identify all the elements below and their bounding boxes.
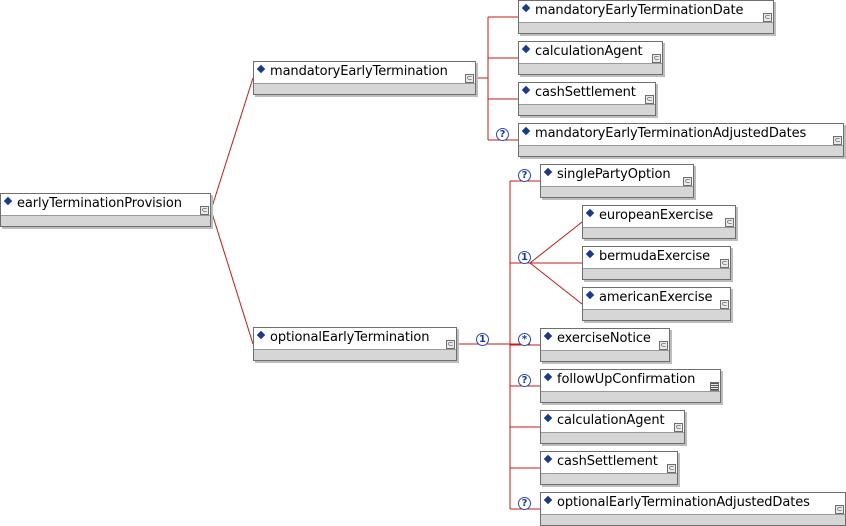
complex-type-icon: ⊂ xyxy=(763,13,772,22)
complex-type-icon: ⊂ xyxy=(835,505,844,514)
element-header: mandatoryEarlyTerminationDate ⊂ xyxy=(519,1,773,23)
element-header: cashSettlement ⊂ xyxy=(541,452,677,474)
complex-type-icon: ⊂ xyxy=(674,423,683,432)
cardinality-badge-one-oet: 1 xyxy=(476,333,489,346)
element-diamond-icon xyxy=(543,331,553,341)
cardinality-badge-star-exn: * xyxy=(518,333,531,346)
element-label: exerciseNotice xyxy=(557,331,651,346)
element-label: followUpConfirmation xyxy=(557,372,696,387)
element-header: optionalEarlyTerminationAdjustedDates ⊂ xyxy=(541,493,845,515)
element-label: mandatoryEarlyTerminationAdjustedDates xyxy=(535,126,807,141)
cardinality-badge-q-metad: ? xyxy=(496,128,509,141)
element-label: optionalEarlyTerminationAdjustedDates xyxy=(557,495,810,510)
element-header: bermudaExercise ⊂ xyxy=(583,247,730,269)
complex-type-icon: ⊂ xyxy=(683,177,692,186)
cardinality-badge-q-oetad: ? xyxy=(518,497,531,510)
element-label: calculationAgent xyxy=(557,413,665,428)
element-header: calculationAgent ⊂ xyxy=(541,411,684,433)
element-header: earlyTerminationProvision ⊂ xyxy=(1,194,210,216)
element-label: cashSettlement xyxy=(557,454,658,469)
element-diamond-icon xyxy=(543,495,553,505)
complex-type-icon: ⊂ xyxy=(667,464,676,473)
complex-type-icon: ⊂ xyxy=(465,74,474,83)
element-spo[interactable]: singlePartyOption ⊂ xyxy=(540,164,694,198)
element-eur[interactable]: europeanExercise ⊂ xyxy=(582,205,736,239)
element-label: calculationAgent xyxy=(535,44,643,59)
complex-type-icon: ⊂ xyxy=(200,206,209,215)
element-diamond-icon xyxy=(543,413,553,423)
element-exn[interactable]: exerciseNotice ⊂ xyxy=(540,328,670,362)
element-diamond-icon xyxy=(521,3,531,13)
complex-type-icon: ⊂ xyxy=(720,300,729,309)
element-label: mandatoryEarlyTermination xyxy=(270,64,448,79)
cardinality-badge-q-fuc: ? xyxy=(518,374,531,387)
element-diamond-icon xyxy=(256,330,266,340)
element-ca1[interactable]: calculationAgent ⊂ xyxy=(518,41,663,75)
element-diamond-icon xyxy=(543,454,553,464)
element-fuc[interactable]: followUpConfirmation xyxy=(540,369,721,403)
element-header: americanExercise ⊂ xyxy=(583,288,730,310)
element-label: singlePartyOption xyxy=(557,167,671,182)
connector-line xyxy=(210,77,254,211)
element-oetad[interactable]: optionalEarlyTerminationAdjustedDates ⊂ xyxy=(540,492,846,526)
element-header: optionalEarlyTermination ⊂ xyxy=(254,328,456,350)
element-label: mandatoryEarlyTerminationDate xyxy=(535,3,744,18)
simple-content-icon xyxy=(710,382,719,391)
element-label: europeanExercise xyxy=(599,208,714,223)
complex-type-icon: ⊂ xyxy=(645,95,654,104)
element-diamond-icon xyxy=(256,64,266,74)
element-cs1[interactable]: cashSettlement ⊂ xyxy=(518,82,656,116)
complex-type-icon: ⊂ xyxy=(652,54,661,63)
element-metad[interactable]: mandatoryEarlyTerminationAdjustedDates ⊂ xyxy=(518,123,844,157)
element-header: mandatoryEarlyTermination ⊂ xyxy=(254,62,475,84)
element-ame[interactable]: americanExercise ⊂ xyxy=(582,287,731,321)
complex-type-icon: ⊂ xyxy=(446,340,455,349)
element-header: exerciseNotice ⊂ xyxy=(541,329,669,351)
element-oet[interactable]: optionalEarlyTermination ⊂ xyxy=(253,327,457,361)
complex-type-icon: ⊂ xyxy=(833,136,842,145)
element-header: europeanExercise ⊂ xyxy=(583,206,735,228)
complex-type-icon: ⊂ xyxy=(659,341,668,350)
element-label: cashSettlement xyxy=(535,85,636,100)
element-label: bermudaExercise xyxy=(599,249,711,264)
element-diamond-icon xyxy=(585,290,595,300)
element-label: optionalEarlyTermination xyxy=(270,330,430,345)
complex-type-icon: ⊂ xyxy=(720,259,729,268)
connector-line xyxy=(529,221,583,264)
element-diamond-icon xyxy=(3,196,13,206)
element-ber[interactable]: bermudaExercise ⊂ xyxy=(582,246,731,280)
element-header: followUpConfirmation xyxy=(541,370,720,392)
element-cs2[interactable]: cashSettlement ⊂ xyxy=(540,451,678,485)
element-ca2[interactable]: calculationAgent ⊂ xyxy=(540,410,685,444)
element-diamond-icon xyxy=(585,249,595,259)
element-header: calculationAgent ⊂ xyxy=(519,42,662,64)
cardinality-badge-q-spo: ? xyxy=(518,169,531,182)
complex-type-icon: ⊂ xyxy=(725,218,734,227)
element-diamond-icon xyxy=(521,126,531,136)
cardinality-badge-one-choice: 1 xyxy=(518,251,531,264)
element-diamond-icon xyxy=(543,372,553,382)
element-root[interactable]: earlyTerminationProvision ⊂ xyxy=(0,193,211,227)
element-diamond-icon xyxy=(543,167,553,177)
element-label: americanExercise xyxy=(599,290,713,305)
element-met[interactable]: mandatoryEarlyTermination ⊂ xyxy=(253,61,476,95)
connector-line xyxy=(529,262,583,305)
element-label: earlyTerminationProvision xyxy=(17,196,182,211)
element-diamond-icon xyxy=(521,85,531,95)
element-header: mandatoryEarlyTerminationAdjustedDates ⊂ xyxy=(519,124,843,146)
element-metd[interactable]: mandatoryEarlyTerminationDate ⊂ xyxy=(518,0,774,34)
element-header: cashSettlement ⊂ xyxy=(519,83,655,105)
connector-line xyxy=(210,209,254,345)
element-diamond-icon xyxy=(585,208,595,218)
element-diamond-icon xyxy=(521,44,531,54)
element-header: singlePartyOption ⊂ xyxy=(541,165,693,187)
